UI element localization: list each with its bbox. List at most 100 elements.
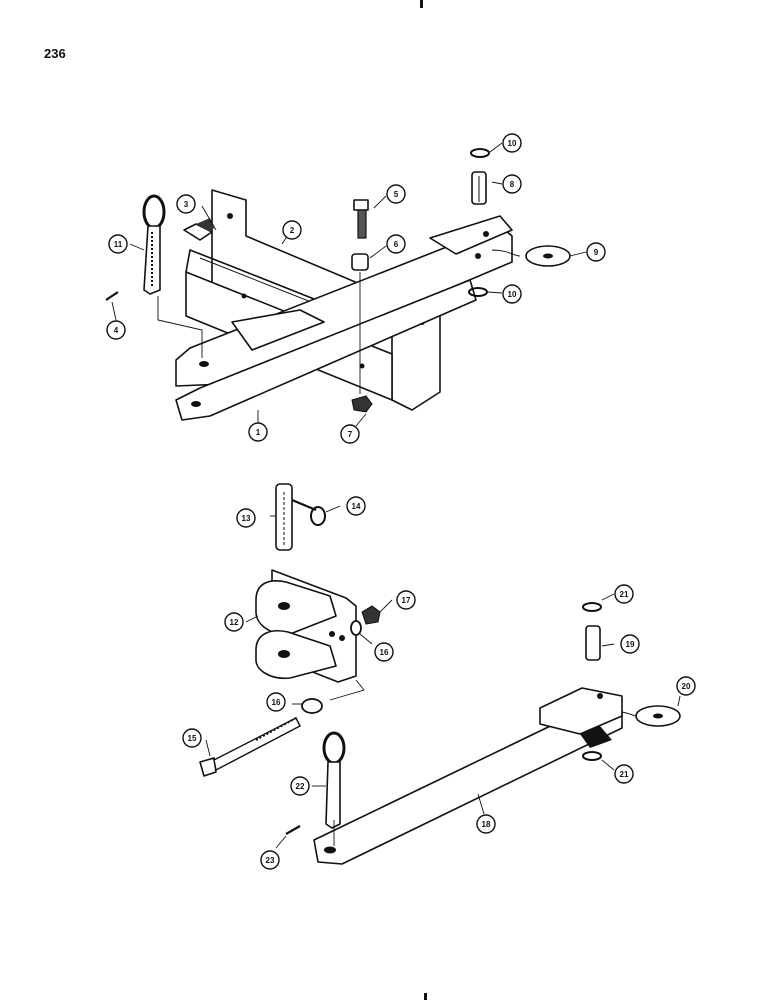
- bolt-5: [353, 199, 369, 239]
- callout-c10a: 10: [502, 133, 522, 153]
- snap-ring-lower-b: [582, 751, 602, 761]
- callout-circle: [236, 508, 256, 528]
- callout-circle: [586, 242, 606, 262]
- callout-circle: [282, 220, 302, 240]
- callout-circle: [614, 764, 634, 784]
- callout-c13: 13: [236, 508, 256, 528]
- snap-ring-upper-b: [468, 287, 488, 297]
- leaders-lower-right: [275, 593, 681, 849]
- callout-circle: [266, 692, 286, 712]
- washer-9: [525, 245, 571, 267]
- callout-c7: 7: [340, 424, 360, 444]
- callout-circle: [374, 642, 394, 662]
- callout-label: 14: [352, 502, 361, 511]
- callout-c10b: 10: [502, 284, 522, 304]
- callout-c21a: 21: [614, 584, 634, 604]
- callout-label: 9: [594, 248, 599, 257]
- pin-13: [275, 483, 293, 551]
- callout-c16a: 16: [374, 642, 394, 662]
- callout-c3: 3: [176, 194, 196, 214]
- callout-c17: 17: [396, 590, 416, 610]
- nut-7: [351, 395, 373, 413]
- snap-ring-upper-a: [470, 148, 490, 158]
- callout-c23: 23: [260, 850, 280, 870]
- callout-label: 20: [682, 682, 691, 691]
- lock-washer-16a: [350, 620, 362, 636]
- callout-label: 2: [290, 226, 295, 235]
- callout-label: 3: [184, 200, 189, 209]
- callout-label: 10: [508, 290, 517, 299]
- pin-8: [471, 171, 487, 205]
- callout-c12: 12: [224, 612, 244, 632]
- callout-c6: 6: [386, 234, 406, 254]
- washer-16b: [301, 698, 323, 714]
- callout-circle: [182, 728, 202, 748]
- callout-circle: [502, 284, 522, 304]
- callout-circle: [108, 234, 128, 254]
- clevis-12: [255, 569, 357, 683]
- callout-label: 10: [508, 139, 517, 148]
- bolt-15: [199, 717, 301, 777]
- callout-label: 13: [242, 514, 251, 523]
- washer-20: [635, 705, 681, 727]
- leaders-lower-left: [205, 505, 393, 757]
- callout-c22: 22: [290, 776, 310, 796]
- cotter-pin-lower: [285, 825, 301, 835]
- hitch-pin-lower: [322, 731, 346, 829]
- callout-c20: 20: [676, 676, 696, 696]
- callout-circle: [614, 584, 634, 604]
- callout-circle: [386, 184, 406, 204]
- callout-c2: 2: [282, 220, 302, 240]
- callout-label: 4: [114, 326, 119, 335]
- lynch-pin-14: [291, 498, 326, 526]
- callout-c4: 4: [106, 320, 126, 340]
- callout-c11: 11: [108, 234, 128, 254]
- callout-label: 21: [620, 770, 629, 779]
- callout-circle: [346, 496, 366, 516]
- callout-label: 19: [626, 640, 635, 649]
- callout-circle: [396, 590, 416, 610]
- callout-circle: [176, 194, 196, 214]
- callout-label: 11: [114, 240, 123, 249]
- nut-17: [361, 605, 381, 625]
- callout-circle: [340, 424, 360, 444]
- callout-circle: [620, 634, 640, 654]
- callout-label: 8: [510, 180, 515, 189]
- callout-circle: [502, 133, 522, 153]
- callout-c21b: 21: [614, 764, 634, 784]
- callout-c5: 5: [386, 184, 406, 204]
- callout-circle: [260, 850, 280, 870]
- callout-circle: [502, 174, 522, 194]
- callout-label: 22: [296, 782, 305, 791]
- callout-label: 16: [272, 698, 281, 707]
- callout-circle: [386, 234, 406, 254]
- callout-c18: 18: [476, 814, 496, 834]
- callout-circle: [248, 422, 268, 442]
- callout-label: 23: [266, 856, 275, 865]
- cotter-pin-upper: [105, 291, 119, 301]
- callout-label: 7: [348, 430, 353, 439]
- callout-c8: 8: [502, 174, 522, 194]
- snap-ring-lower-a: [582, 602, 602, 612]
- callout-c9: 9: [586, 242, 606, 262]
- callout-c15: 15: [182, 728, 202, 748]
- callout-c1: 1: [248, 422, 268, 442]
- callout-label: 18: [482, 820, 491, 829]
- bolt-3: [183, 218, 214, 241]
- pin-19: [585, 625, 601, 661]
- bottom-mark: [424, 993, 427, 1000]
- drawbar-18: [313, 687, 623, 865]
- callout-label: 5: [394, 190, 399, 199]
- callout-c16b: 16: [266, 692, 286, 712]
- callout-label: 16: [380, 648, 389, 657]
- callout-circle: [676, 676, 696, 696]
- callout-c19: 19: [620, 634, 640, 654]
- callout-circle: [106, 320, 126, 340]
- spacer-6: [351, 253, 369, 271]
- top-mark: [420, 0, 423, 8]
- callout-c14: 14: [346, 496, 366, 516]
- callout-group: 1234567891010111213141516161718192021212…: [106, 133, 696, 870]
- callout-circle: [224, 612, 244, 632]
- callout-label: 1: [256, 428, 261, 437]
